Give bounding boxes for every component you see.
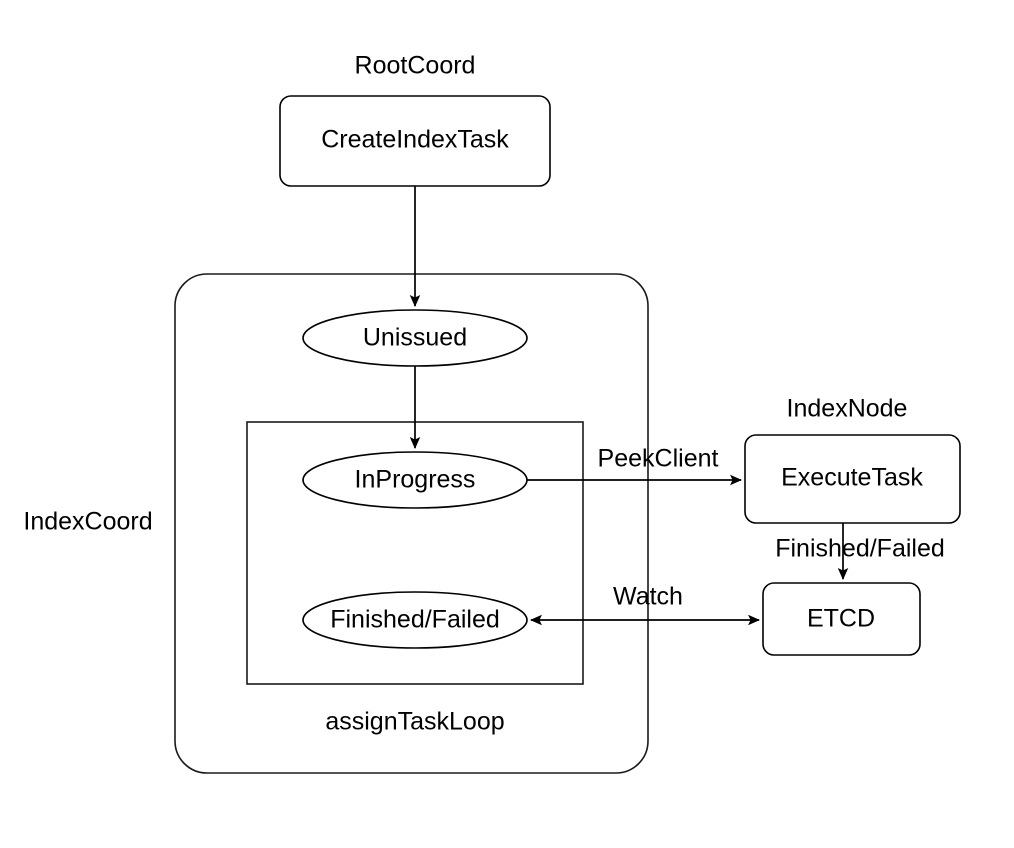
create-index-task-box[interactable] bbox=[279, 95, 551, 187]
node-finished-failed-state[interactable]: Finished/Failed bbox=[302, 591, 528, 649]
etcd-box[interactable] bbox=[762, 582, 921, 656]
edge-label-finished-failed: Finished/Failed bbox=[775, 535, 945, 563]
finished-failed-ellipse[interactable] bbox=[302, 591, 528, 649]
execute-task-box[interactable] bbox=[744, 434, 961, 524]
node-index-node: IndexNode bbox=[787, 395, 908, 423]
node-unissued[interactable]: Unissued bbox=[302, 309, 528, 367]
node-execute-task[interactable]: ExecuteTask bbox=[744, 434, 961, 524]
etcd-label: ETCD bbox=[807, 605, 875, 633]
node-etcd[interactable]: ETCD bbox=[762, 582, 921, 656]
unissued-label: Unissued bbox=[363, 324, 467, 352]
edge-inprogress-to-executetask: PeekClient bbox=[527, 445, 742, 486]
edge-etcd-to-finished-failed: Watch bbox=[530, 583, 760, 626]
assign-task-loop-label: assignTaskLoop bbox=[325, 708, 504, 736]
index-coord-container bbox=[174, 273, 649, 774]
finished-failed-state-label: Finished/Failed bbox=[330, 606, 500, 634]
index-coord-label: IndexCoord bbox=[23, 508, 152, 536]
node-in-progress[interactable]: InProgress bbox=[302, 451, 528, 509]
execute-task-label: ExecuteTask bbox=[781, 464, 923, 492]
edge-executetask-to-etcd: Finished/Failed bbox=[775, 523, 945, 580]
index-node-label: IndexNode bbox=[787, 395, 908, 423]
node-root-coord: RootCoord bbox=[355, 52, 476, 80]
in-progress-label: InProgress bbox=[355, 466, 476, 494]
create-index-task-label: CreateIndexTask bbox=[321, 126, 509, 154]
group-index-coord: IndexCoord bbox=[23, 273, 649, 774]
root-coord-label: RootCoord bbox=[355, 52, 476, 80]
in-progress-ellipse[interactable] bbox=[302, 451, 528, 509]
node-create-index-task[interactable]: CreateIndexTask bbox=[279, 95, 551, 187]
unissued-ellipse[interactable] bbox=[302, 309, 528, 367]
edge-label-peekclient: PeekClient bbox=[598, 445, 719, 473]
edge-label-watch: Watch bbox=[613, 583, 683, 611]
